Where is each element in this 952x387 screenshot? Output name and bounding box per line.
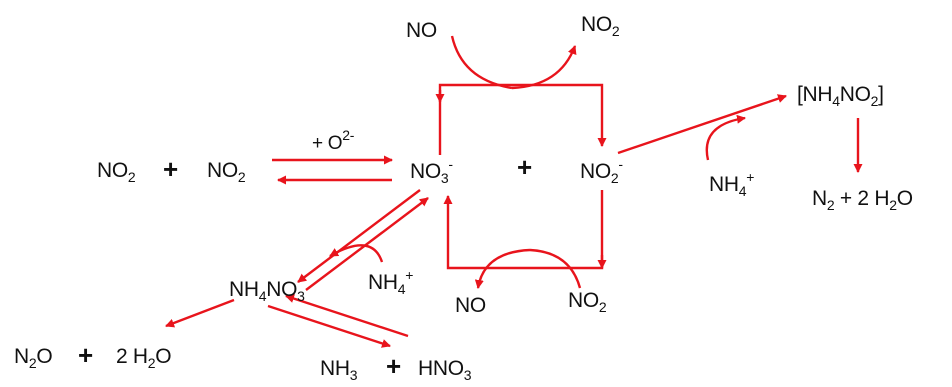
no2-bottom-label: NO2	[568, 289, 607, 315]
no2-left-b-label: NO2	[207, 159, 246, 185]
arrow-nh4no3-to-nh3	[267, 304, 391, 348]
arrow-nh4-in-right	[705, 114, 746, 161]
no2-left-a-label: NO2	[97, 159, 136, 185]
plus-left: +	[163, 154, 178, 184]
no-bottom-label: NO	[455, 294, 486, 317]
nh3-label: NH3	[320, 357, 358, 383]
arrow-nh4no3-to-n2o	[165, 298, 235, 328]
plus-bottom-left: +	[78, 340, 93, 370]
cycle-bottom-right	[540, 190, 604, 270]
cycle-bottom-left	[443, 195, 540, 270]
cycle-top-right	[540, 83, 607, 147]
arrow-no-in-top	[450, 35, 513, 90]
arrow-no2-in-bottom	[529, 248, 582, 289]
nitrate-label: NO3-	[410, 156, 453, 186]
plus-bottom-right: +	[386, 351, 401, 381]
arrow-no-out-bottom	[474, 248, 531, 289]
cycle-top-left	[438, 83, 540, 155]
nh4no2-label: [NH4NO2]	[797, 83, 884, 109]
hno3-label: HNO3	[418, 357, 472, 383]
arrow-nh4no3-to-nitrate	[305, 197, 429, 291]
arrow-nitrate-to-nh4no3	[297, 189, 421, 283]
n2-water-right-label: N2 + 2 H2O	[812, 187, 913, 213]
arrow-hno3-to-nh4no3	[285, 294, 409, 338]
n2o-label: N2O	[14, 345, 53, 371]
no2-top-label: NO2	[581, 13, 620, 39]
arrow-nh4-in-mid	[329, 244, 384, 263]
nh4no3-label: NH4NO3	[229, 278, 305, 304]
water-left-label: 2 H2O	[116, 345, 172, 371]
nitrite-label: NO2-	[580, 156, 623, 186]
oxide-label: + O2-	[312, 127, 355, 154]
nh4-mid-label: NH4+	[368, 267, 414, 297]
no-top-label: NO	[406, 19, 437, 42]
arrow-nitrite-to-nh4no2	[617, 94, 787, 155]
plus-center: +	[517, 152, 532, 182]
arrow-no2-out-top	[511, 45, 577, 90]
nh4-right-label: NH4+	[709, 169, 755, 199]
